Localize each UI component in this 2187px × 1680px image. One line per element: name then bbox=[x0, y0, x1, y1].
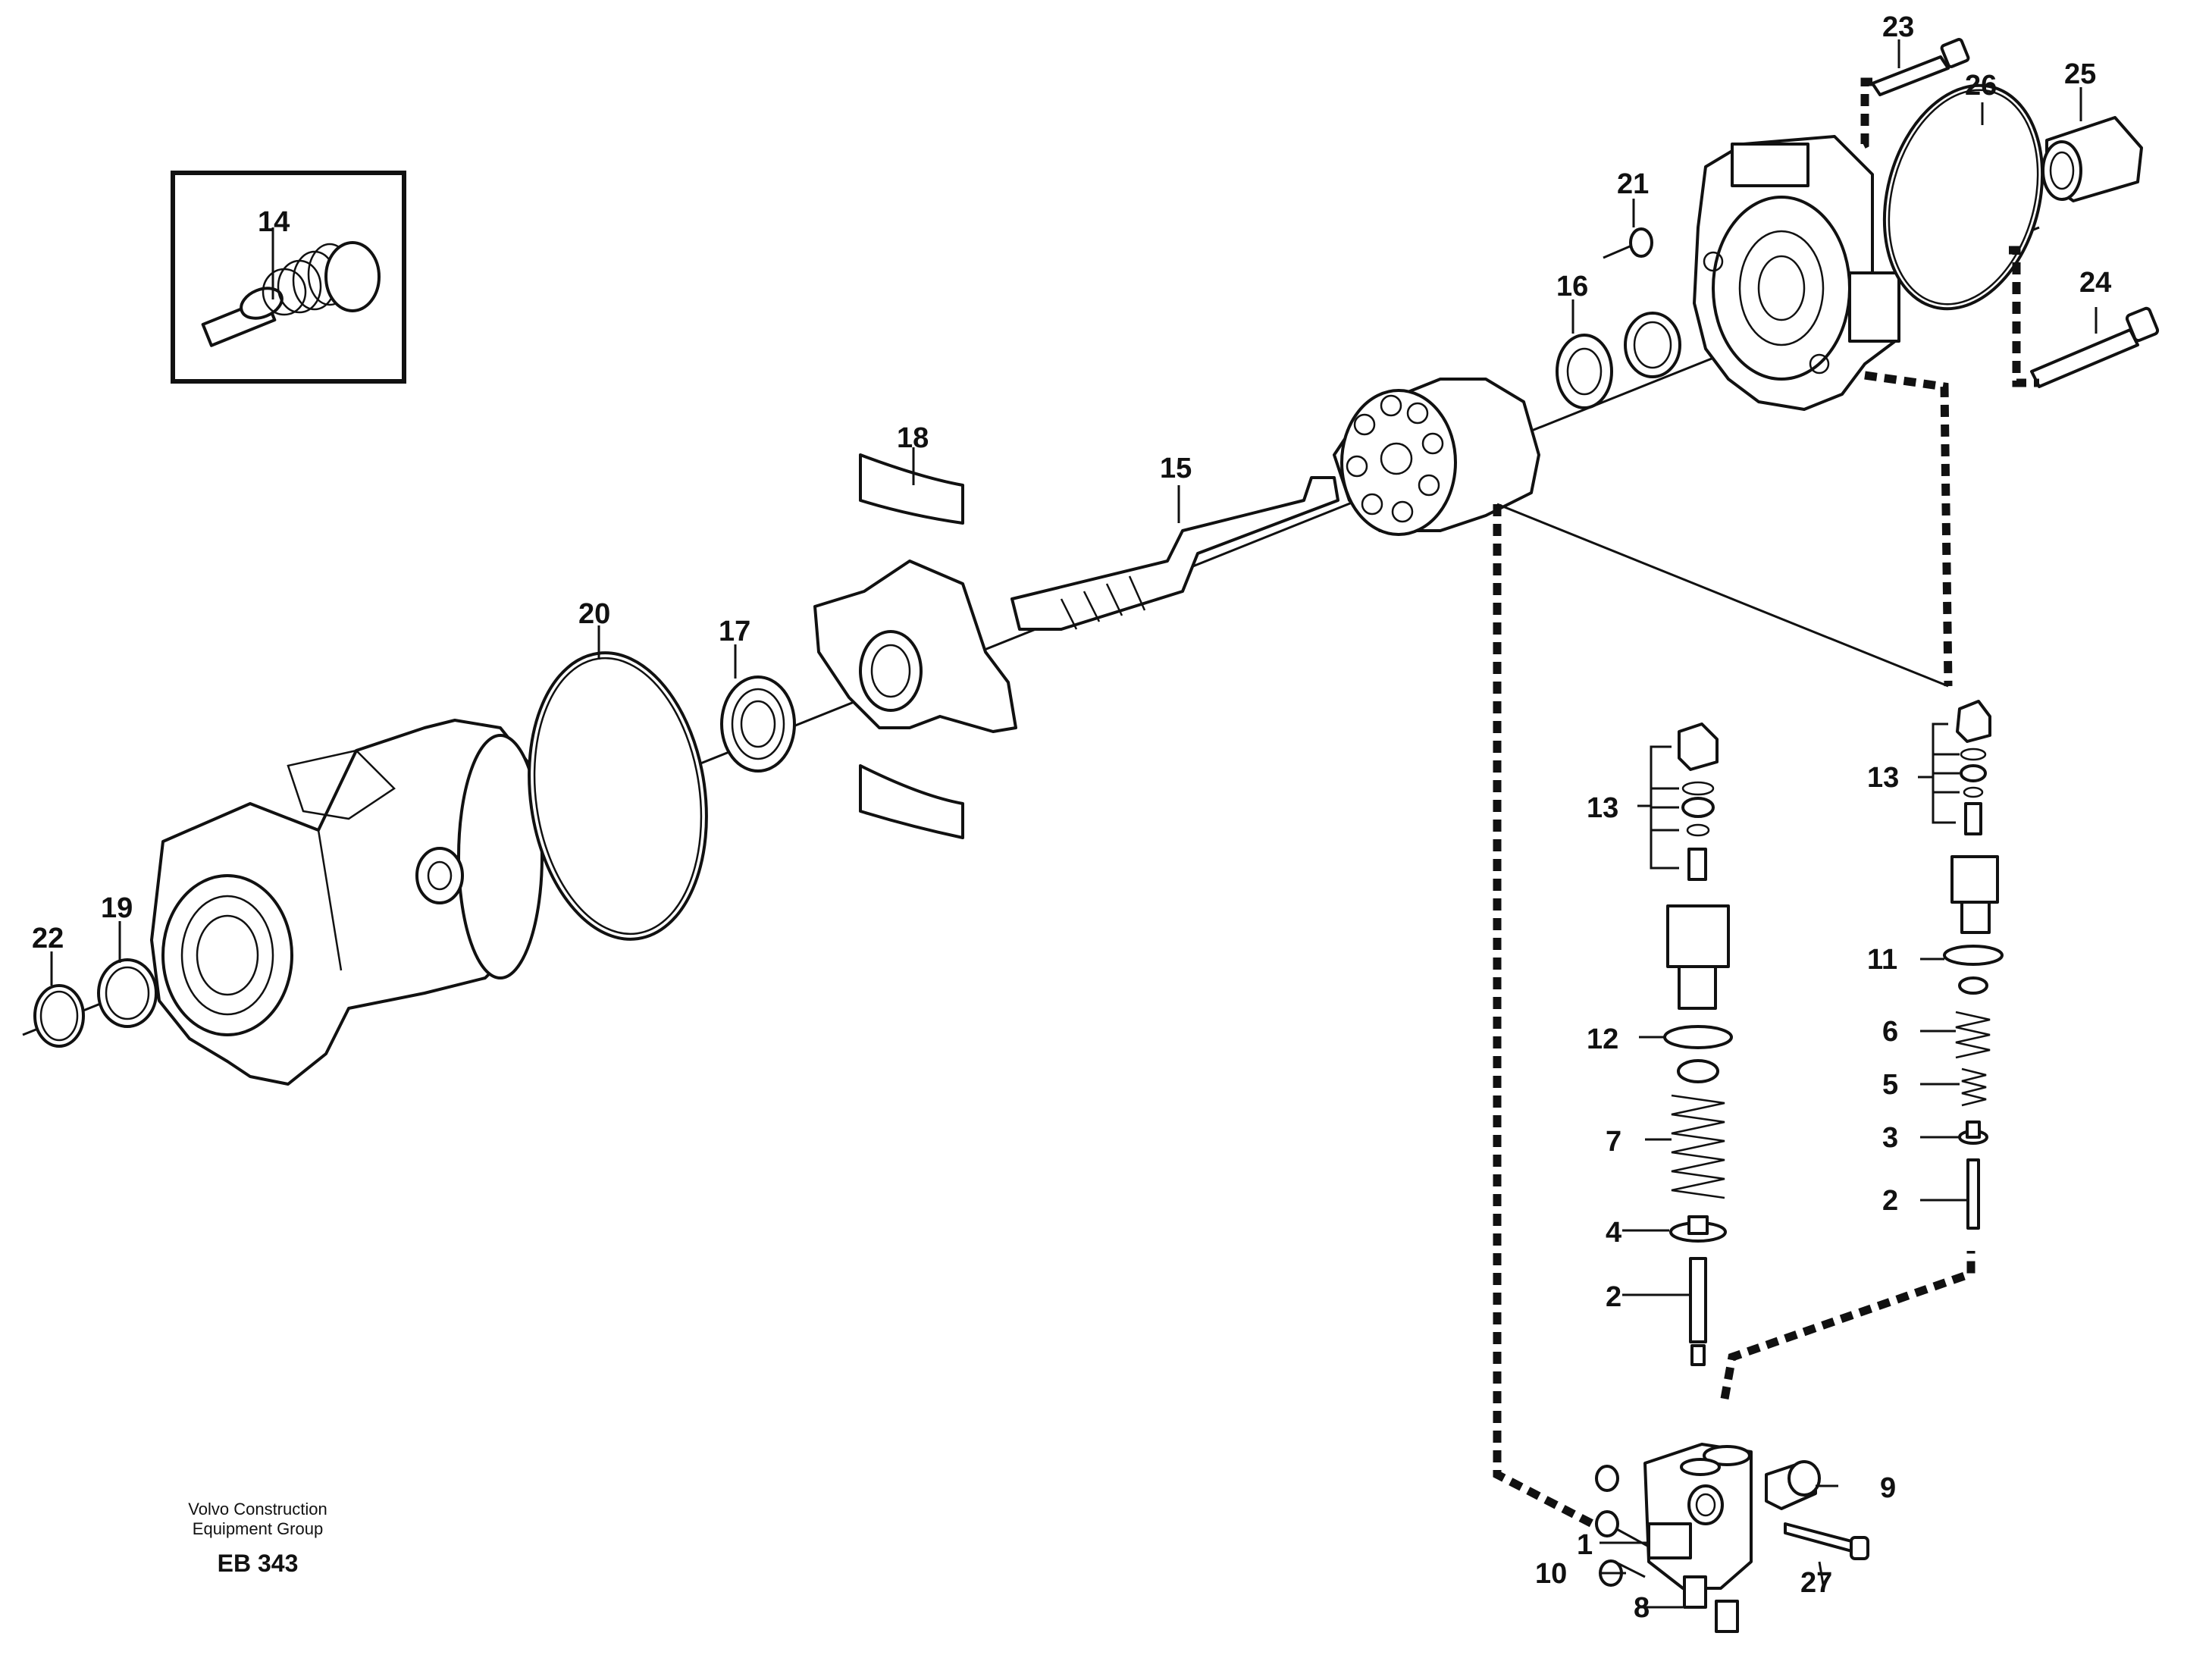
left-valve-stack bbox=[1637, 722, 1733, 1366]
callout-7: 7 bbox=[1606, 1126, 1621, 1158]
callout-5: 5 bbox=[1882, 1069, 1898, 1101]
end-cover bbox=[1693, 135, 1900, 411]
callout-20: 20 bbox=[578, 598, 610, 630]
part-16-bearing bbox=[1556, 299, 1613, 409]
callout-10: 10 bbox=[1535, 1558, 1567, 1590]
cylinder-block bbox=[1333, 378, 1540, 536]
valve-leader-lines bbox=[1622, 958, 1966, 1296]
part-15-drive-shaft bbox=[1010, 476, 1339, 631]
pump-housing bbox=[150, 719, 544, 1086]
callout-13-right: 13 bbox=[1867, 762, 1899, 794]
callout-11: 11 bbox=[1867, 944, 1897, 976]
inset-detail-part-14 bbox=[171, 171, 406, 384]
callout-22: 22 bbox=[32, 923, 64, 954]
seal-ring bbox=[1624, 312, 1681, 378]
part-17-bearing bbox=[720, 644, 796, 773]
callout-14: 14 bbox=[258, 206, 290, 238]
brand-line-2: Equipment Group bbox=[192, 1519, 324, 1538]
part-22-snap-ring bbox=[33, 951, 85, 1048]
callout-9: 9 bbox=[1880, 1472, 1896, 1504]
callout-12: 12 bbox=[1587, 1023, 1618, 1055]
callout-3: 3 bbox=[1882, 1122, 1898, 1154]
callout-26: 26 bbox=[1965, 70, 1997, 102]
callout-23: 23 bbox=[1882, 11, 1914, 43]
callout-2-right: 2 bbox=[1882, 1185, 1898, 1217]
valve-body bbox=[1595, 1443, 1869, 1633]
callout-2-left: 2 bbox=[1606, 1281, 1621, 1313]
part-23-bolt bbox=[1871, 38, 1970, 96]
part-26-o-ring bbox=[1882, 83, 2044, 311]
callout-17: 17 bbox=[719, 616, 750, 647]
callout-25: 25 bbox=[2064, 58, 2096, 90]
publisher-block: Volvo Construction Equipment Group EB 34… bbox=[152, 1500, 364, 1578]
brand-line-1: Volvo Construction bbox=[188, 1500, 327, 1519]
callout-15: 15 bbox=[1160, 453, 1192, 484]
dashed-assembly-paths bbox=[1493, 77, 2039, 1535]
callout-21: 21 bbox=[1617, 168, 1649, 200]
part-25-bushing bbox=[2041, 87, 2143, 202]
callout-16: 16 bbox=[1556, 271, 1588, 302]
part-19-seal bbox=[97, 921, 158, 1028]
part-18-half-shell-lower bbox=[859, 764, 964, 839]
callout-1: 1 bbox=[1577, 1529, 1593, 1561]
right-valve-stack bbox=[1918, 700, 2004, 1230]
callout-labels: 14 18 15 20 17 22 19 21 16 23 26 25 24 1… bbox=[32, 11, 2111, 1624]
callout-18: 18 bbox=[897, 422, 929, 454]
part-18-half-shell-upper bbox=[859, 447, 964, 525]
part-24-bolt bbox=[2030, 306, 2160, 388]
part-21-ring bbox=[1603, 199, 1653, 259]
callout-6: 6 bbox=[1882, 1016, 1898, 1048]
callout-24: 24 bbox=[2079, 267, 2111, 299]
callout-19: 19 bbox=[101, 892, 133, 924]
callout-27: 27 bbox=[1800, 1567, 1832, 1599]
callout-13-left: 13 bbox=[1587, 792, 1618, 824]
swash-plate-cradle bbox=[813, 559, 1017, 733]
callout-8: 8 bbox=[1634, 1592, 1650, 1624]
callout-4: 4 bbox=[1606, 1217, 1621, 1249]
reference-code: EB 343 bbox=[217, 1550, 299, 1577]
part-20-o-ring bbox=[528, 625, 708, 941]
